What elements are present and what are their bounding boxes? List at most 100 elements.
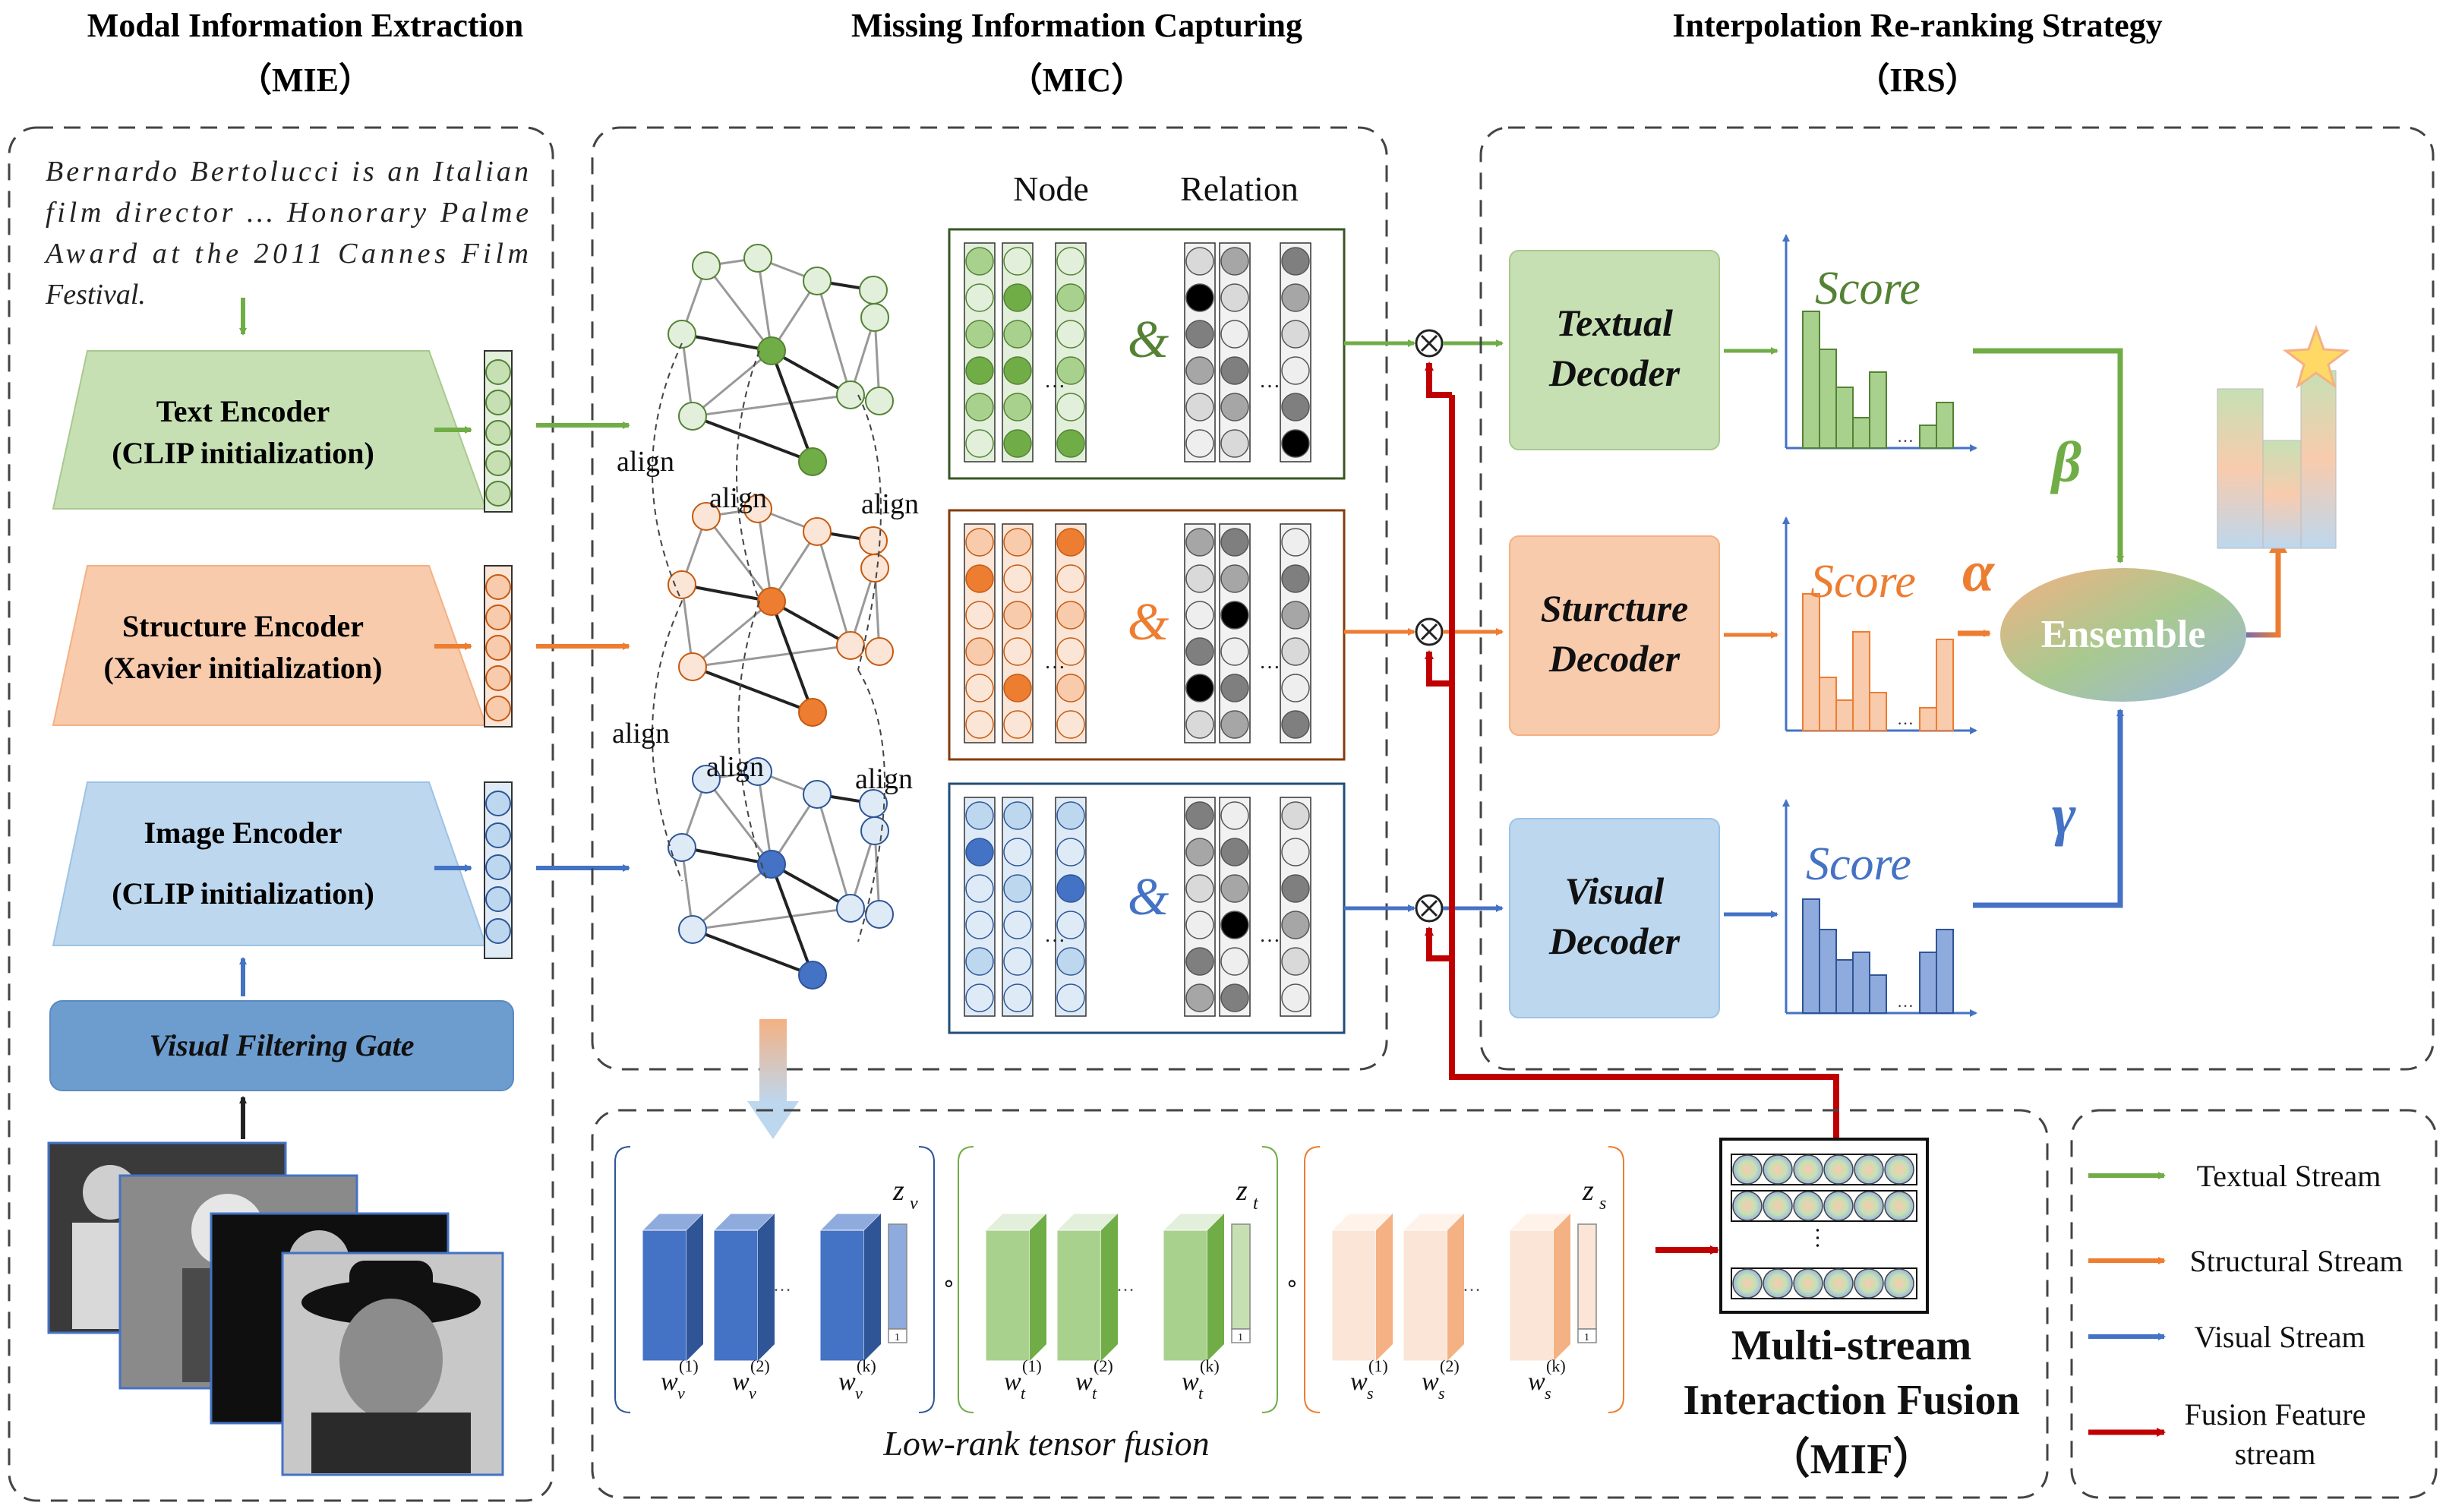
graph-node	[743, 494, 772, 523]
weight-label: w	[1075, 1368, 1093, 1396]
node-cell	[1003, 429, 1032, 458]
mif-ellipsis: …	[1811, 1226, 1836, 1249]
mult-op-text	[1415, 329, 1444, 358]
z-label-subscript: s	[1599, 1194, 1606, 1214]
fusion-bracket-left	[958, 1146, 974, 1413]
relation-cell	[1185, 983, 1214, 1012]
graph-node	[860, 554, 889, 582]
graph-node	[692, 765, 721, 794]
image-embedding-vector	[484, 781, 513, 959]
hist-bar	[1919, 425, 1937, 449]
node-cell	[1056, 674, 1085, 702]
beta-weight: β	[2050, 431, 2081, 494]
graph-node	[798, 698, 827, 727]
image-encoder-line2: (CLIP initialization)	[112, 876, 374, 911]
weight-superscript: (1)	[1022, 1356, 1042, 1375]
ensemble-output-arrow	[2246, 548, 2281, 638]
weight-slab-front	[1056, 1229, 1102, 1362]
description-line-3: Award at the 2011 Cannes Film	[43, 238, 529, 270]
graph-node	[668, 833, 696, 862]
node-ellipsis: …	[1044, 369, 1065, 393]
relation-cell	[1220, 320, 1249, 349]
weight-slab-side	[1207, 1214, 1224, 1361]
hist-bar	[1819, 677, 1837, 731]
z-label-subscript: v	[910, 1194, 918, 1214]
node-cell	[965, 247, 994, 276]
irs-abbr: （IRS）	[1856, 62, 1978, 99]
structure-decoder-line2: Decoder	[1548, 637, 1681, 680]
relation-cell	[1220, 874, 1249, 903]
relation-cell	[1281, 601, 1310, 630]
graph-edge	[771, 863, 852, 910]
fusion-feature-stream	[1425, 361, 1839, 1162]
hist-bar	[1852, 417, 1870, 449]
align-label-1: align	[617, 446, 674, 478]
weight-superscript: (2)	[1094, 1356, 1113, 1375]
fusion-operator: ∘	[942, 1271, 956, 1296]
relation-cell	[1281, 564, 1310, 593]
node-cell	[1003, 393, 1032, 421]
mult-op-structure	[1415, 617, 1444, 646]
node-cell	[1003, 356, 1032, 385]
relation-cell	[1185, 564, 1214, 593]
graph-node	[803, 267, 832, 295]
mic-to-fusion-arrow-head	[747, 1101, 799, 1139]
relation-cell	[1220, 637, 1249, 666]
hist-ellipsis: …	[1897, 709, 1914, 728]
node-column	[1055, 523, 1087, 743]
node-cell	[965, 710, 994, 739]
hist-bar	[1869, 371, 1887, 449]
hist-bar	[1936, 402, 1954, 449]
graph-node	[757, 850, 786, 879]
hist-bar	[1852, 631, 1870, 731]
mie-title: Modal Information Extraction	[87, 7, 523, 44]
mif-cell	[1732, 1191, 1763, 1221]
weight-label: w	[1422, 1368, 1439, 1396]
weight-slab-front	[1509, 1229, 1554, 1362]
node-ellipsis: …	[1044, 650, 1065, 674]
fusion-bracket-left	[1304, 1146, 1321, 1413]
weight-ellipsis: …	[1463, 1276, 1481, 1296]
weight-superscript: (1)	[1368, 1356, 1388, 1375]
node-cell	[1003, 247, 1032, 276]
relation-cell	[1281, 320, 1310, 349]
structure-amp: &	[1128, 593, 1169, 652]
z-vector-bias	[1231, 1328, 1251, 1343]
mif-cell	[1793, 1154, 1823, 1185]
weight-subscript: t	[1021, 1384, 1026, 1403]
visual-filtering-gate	[49, 1000, 514, 1091]
weight-slab-front	[985, 1229, 1030, 1362]
mif-cell	[1884, 1154, 1914, 1185]
hist-bar	[1835, 959, 1854, 1014]
graph-edge	[691, 863, 772, 931]
relation-cell	[1185, 947, 1214, 976]
graph-edge	[705, 778, 773, 866]
textual-score-to-ensemble	[1973, 348, 2124, 563]
graph-edge	[691, 349, 772, 418]
hist-bar	[1835, 699, 1854, 731]
node-relation-matrices: ………………	[964, 242, 1311, 1017]
text-embedding-vector	[484, 350, 513, 513]
weight-subscript: s	[1545, 1384, 1551, 1403]
graph-node	[803, 517, 832, 546]
gamma-weight: γ	[2052, 783, 2076, 847]
photo-4-face	[339, 1299, 443, 1420]
relation-cell	[1220, 674, 1249, 702]
graph-edge	[816, 531, 853, 647]
graph-node	[836, 894, 865, 923]
node-cell	[1056, 801, 1085, 830]
graph-edge	[770, 350, 814, 463]
hist-bar	[1852, 952, 1870, 1014]
hist-bar	[1835, 387, 1854, 449]
weight-superscript: (k)	[1200, 1356, 1220, 1375]
weight-slab-side	[1101, 1214, 1118, 1361]
weight-ellipsis: …	[773, 1276, 791, 1296]
relation-cell	[1185, 247, 1214, 276]
legend-panel	[2070, 1109, 2438, 1499]
graph-node	[743, 757, 772, 786]
node-cell	[1003, 283, 1032, 312]
mif-cell	[1884, 1268, 1914, 1299]
ensemble-node	[2000, 568, 2246, 702]
node-cell	[1056, 356, 1085, 385]
